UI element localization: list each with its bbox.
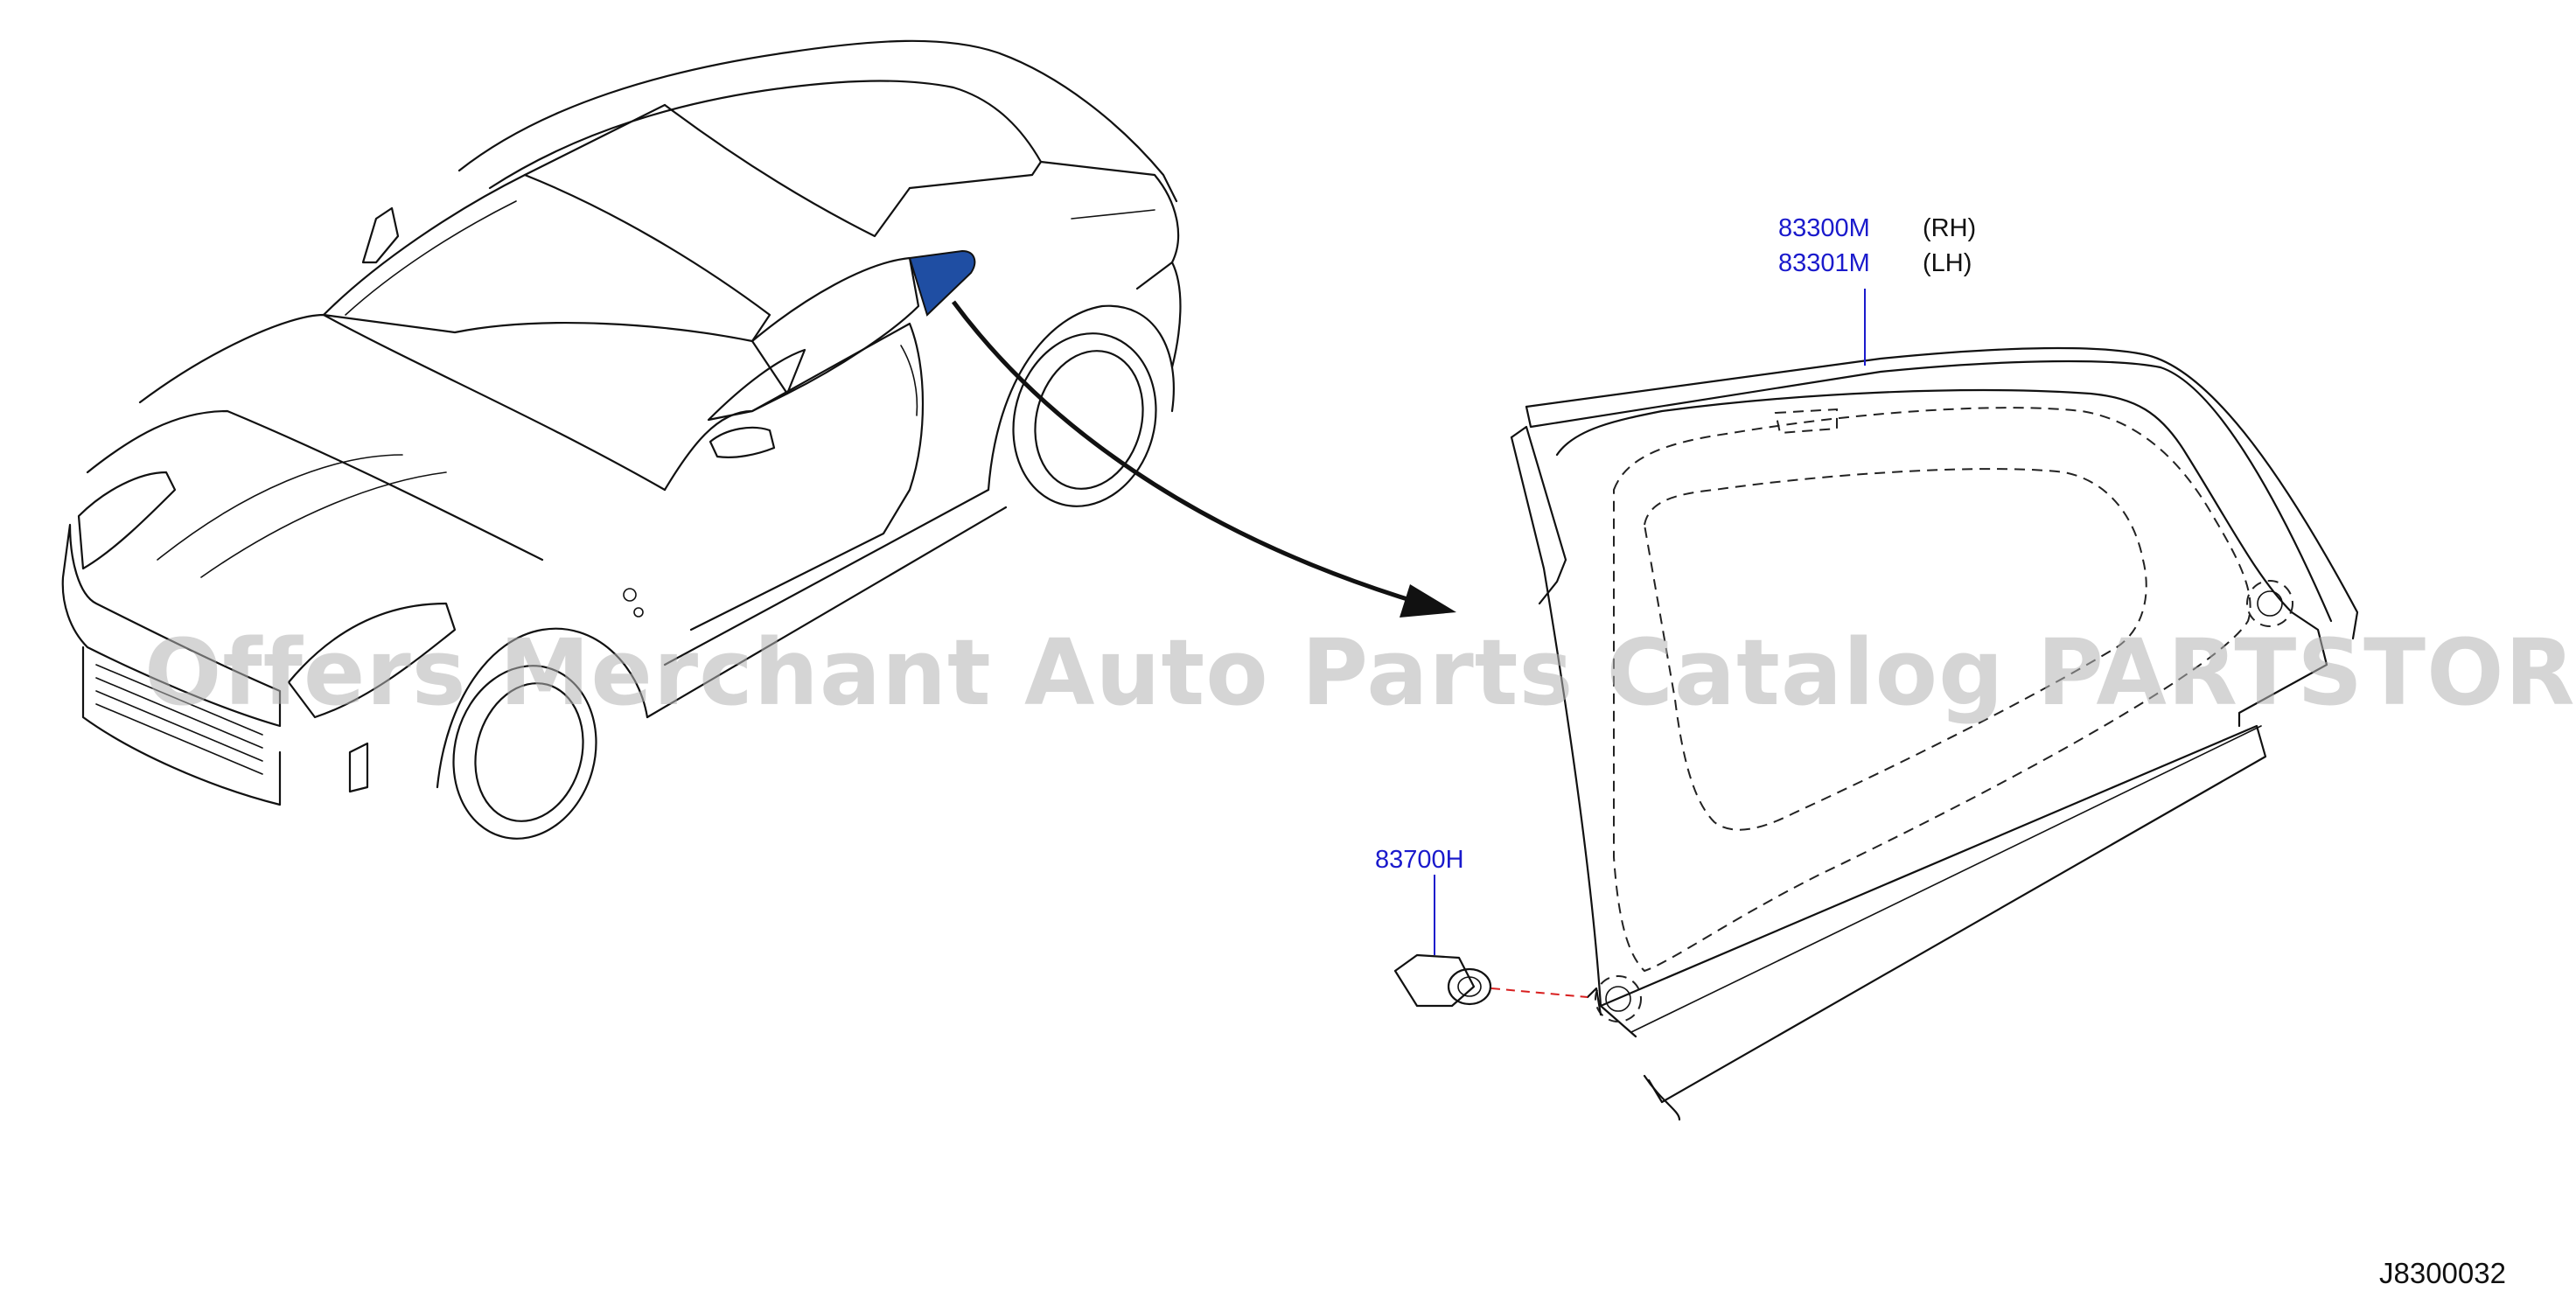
trim-rh-part-number[interactable]: 83300M <box>1778 214 1870 242</box>
highlight-quarter-window <box>908 249 976 317</box>
trim-lh-side-label: (LH) <box>1923 249 1972 277</box>
pointer-arrow <box>951 300 1456 618</box>
watermark-text: Offers Merchant Auto Parts Catalog PARTS… <box>144 619 2576 726</box>
clip-part-number[interactable]: 83700H <box>1375 846 1464 874</box>
car-isometric-icon <box>61 39 1182 840</box>
trim-rh-side-label: (RH) <box>1923 214 1976 242</box>
grommet-clip-icon <box>1393 953 1492 1008</box>
quarter-window-trim-panel <box>1510 346 2359 1121</box>
clip-install-leader <box>1490 987 1588 998</box>
trim-lh-part-number[interactable]: 83301M <box>1778 249 1870 277</box>
diagram-code: J8300032 <box>2379 1257 2506 1289</box>
